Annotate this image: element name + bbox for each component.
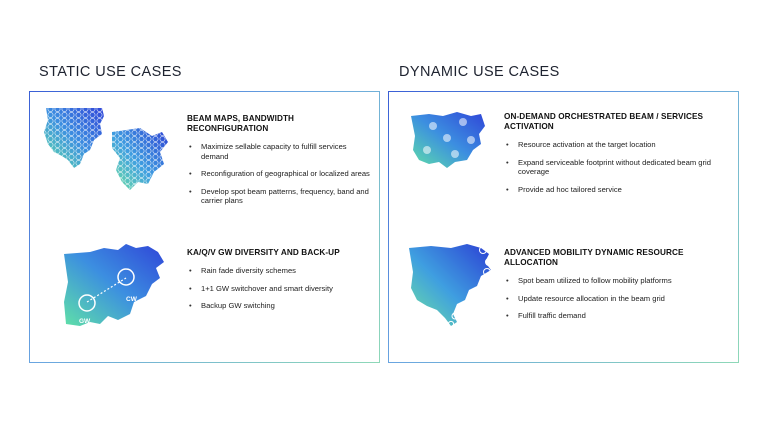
use-case-beam-maps: BEAM MAPS, BANDWIDTH RECONFIGURATION Max…	[187, 114, 375, 214]
bullet-item: Provide ad hoc tailored service	[504, 185, 729, 195]
bullet-item: Maximize sellable capacity to fulfill se…	[187, 142, 375, 161]
case-bullets: Resource activation at the target locati…	[504, 140, 729, 194]
bullet-item: Expand serviceable footprint without ded…	[504, 158, 729, 177]
static-section-title: STATIC USE CASES	[39, 64, 182, 80]
bullet-item: Fulfill traffic demand	[504, 311, 729, 321]
static-panel: BEAM MAPS, BANDWIDTH RECONFIGURATION Max…	[29, 91, 380, 363]
bullet-item: Spot beam utilized to follow mobility pl…	[504, 276, 729, 286]
case-heading: KA/Q/V GW DIVERSITY AND BACK-UP	[187, 248, 340, 257]
case-bullets: Rain fade diversity schemes 1+1 GW switc…	[187, 266, 375, 311]
bullet-item: Backup GW switching	[187, 301, 375, 311]
gw-map-label-cw: CW	[126, 296, 138, 303]
dynamic-panel: ON-DEMAND ORCHESTRATED BEAM / SERVICES A…	[388, 91, 739, 363]
gateway-map-icon: CW GW	[64, 244, 164, 326]
bullet-item: Update resource allocation in the beam g…	[504, 294, 729, 304]
mobility-map-icon	[409, 244, 493, 328]
use-case-gw-diversity: KA/Q/V GW DIVERSITY AND BACK-UP Rain fad…	[187, 248, 375, 319]
use-case-on-demand: ON-DEMAND ORCHESTRATED BEAM / SERVICES A…	[504, 112, 729, 202]
case-bullets: Maximize sellable capacity to fulfill se…	[187, 142, 375, 206]
case-heading: ON-DEMAND ORCHESTRATED BEAM / SERVICES A…	[504, 112, 704, 131]
gw-map-label-gw: GW	[79, 318, 91, 325]
use-case-mobility: ADVANCED MOBILITY DYNAMIC RESOURCE ALLOC…	[504, 248, 729, 329]
case-bullets: Spot beam utilized to follow mobility pl…	[504, 276, 729, 321]
bullet-item: Develop spot beam patterns, frequency, b…	[187, 187, 375, 206]
hex-grid-map-icon	[44, 108, 168, 190]
case-heading: ADVANCED MOBILITY DYNAMIC RESOURCE ALLOC…	[504, 248, 684, 267]
bullet-item: Resource activation at the target locati…	[504, 140, 729, 150]
bullet-item: Rain fade diversity schemes	[187, 266, 375, 276]
dynamic-section-title: DYNAMIC USE CASES	[399, 64, 560, 80]
spot-beam-map-icon	[411, 112, 485, 168]
case-heading: BEAM MAPS, BANDWIDTH RECONFIGURATION	[187, 114, 295, 133]
bullet-item: Reconfiguration of geographical or local…	[187, 169, 375, 179]
bullet-item: 1+1 GW switchover and smart diversity	[187, 284, 375, 294]
